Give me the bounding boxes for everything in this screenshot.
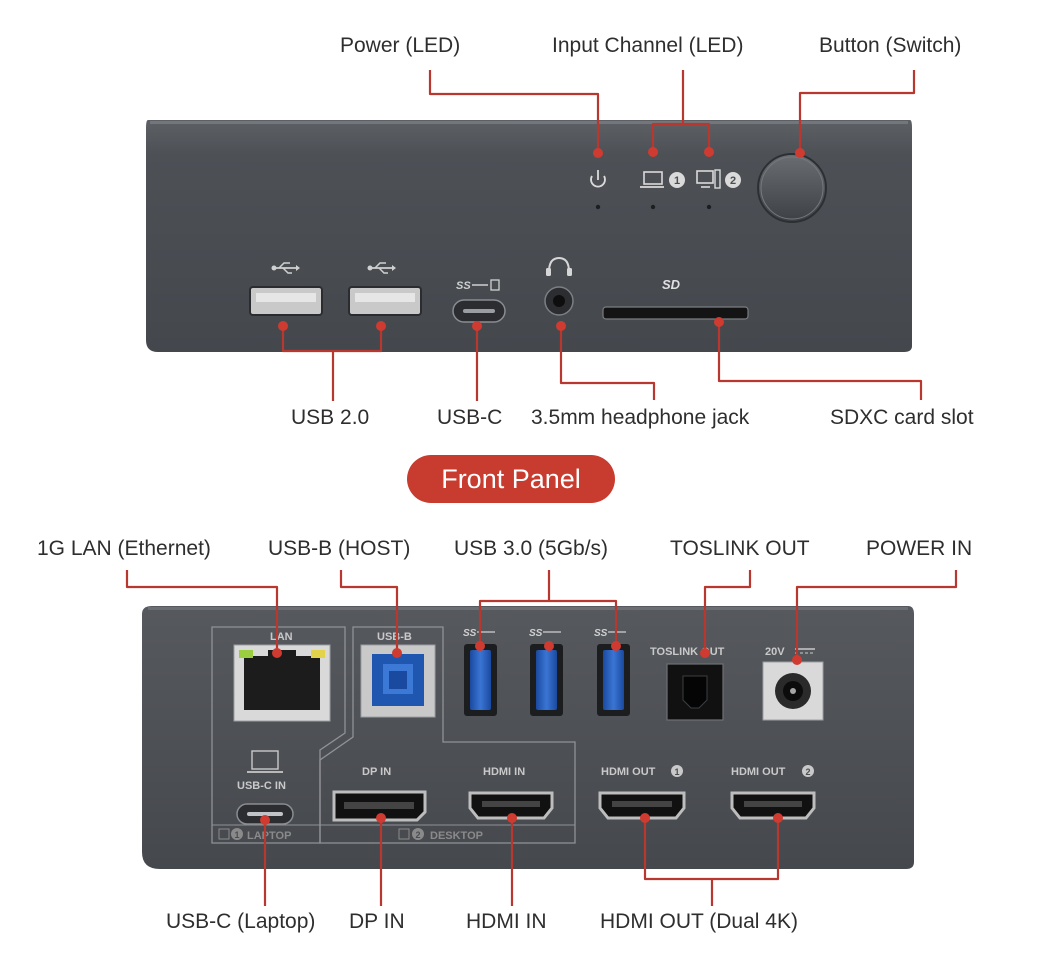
- svg-text:SS: SS: [529, 628, 543, 639]
- svg-text:DESKTOP: DESKTOP: [430, 830, 483, 842]
- label-lan: 1G LAN (Ethernet): [37, 537, 211, 560]
- label-dp-in: DP IN: [349, 910, 405, 933]
- hdmi-out-2-port: [730, 791, 816, 820]
- toslink-port: [666, 663, 724, 721]
- hdmi-out-1-port: [598, 791, 686, 820]
- label-power-in: POWER IN: [866, 537, 973, 560]
- svg-text:1: 1: [234, 830, 239, 840]
- laptop-channel-icon: 1: [640, 171, 685, 188]
- laptop-icon: [247, 750, 283, 773]
- lan-caption: LAN: [270, 631, 293, 643]
- sd-card-slot: [602, 306, 749, 320]
- power-icon: [590, 170, 606, 188]
- label-usb-2: USB 2.0: [291, 406, 370, 429]
- hdmi-in-caption: HDMI IN: [483, 766, 525, 778]
- dp-in-port: [332, 790, 427, 822]
- svg-text:1: 1: [674, 767, 679, 777]
- label-usbc-laptop: USB-C (Laptop): [166, 910, 316, 933]
- usb-2-symbol-2: [367, 262, 396, 274]
- svg-text:2: 2: [805, 767, 810, 777]
- usb-2-port-1: [249, 286, 323, 316]
- svg-text:SS: SS: [456, 280, 471, 292]
- svg-text:LAPTOP: LAPTOP: [247, 830, 291, 842]
- headphone-icon: [546, 256, 572, 276]
- power-in-port: [762, 661, 824, 721]
- label-input-channel-led: Input Channel (LED): [552, 34, 744, 57]
- rear-leader-dots: [260, 641, 802, 825]
- usb-2-port-2: [348, 286, 422, 316]
- svg-text:SS: SS: [594, 628, 608, 639]
- lan-port: [233, 644, 331, 722]
- label-hdmi-out: HDMI OUT (Dual 4K): [600, 910, 798, 933]
- label-headphone-jack: 3.5mm headphone jack: [531, 406, 750, 429]
- hdmi-out-2-caption: HDMI OUT: [731, 766, 786, 778]
- usbc-laptop-port: [236, 803, 294, 825]
- usbc-in-caption: USB-C IN: [237, 780, 286, 792]
- front-device: 1 2: [146, 120, 912, 352]
- desktop-channel-icon: 2: [696, 169, 741, 189]
- channel-1-number: 1: [674, 175, 680, 187]
- ss-usbc-symbol: SS: [456, 279, 500, 292]
- label-usb3: USB 3.0 (5Gb/s): [454, 537, 609, 560]
- switch-button: [757, 153, 827, 223]
- front-leader-dots: [278, 147, 805, 331]
- sd-symbol: SD: [662, 277, 681, 292]
- usb3-port-1: [464, 644, 497, 716]
- front-leader-lines: [281, 70, 923, 401]
- front-panel-title: Front Panel: [407, 455, 615, 503]
- dp-in-caption: DP IN: [362, 766, 391, 778]
- toslink-caption: TOSLINK OUT: [650, 646, 725, 658]
- label-usbb: USB-B (HOST): [268, 537, 411, 560]
- label-sdxc: SDXC card slot: [830, 406, 974, 429]
- usbc-port: [452, 299, 506, 323]
- label-usbc: USB-C: [437, 406, 503, 429]
- svg-text:2: 2: [415, 830, 420, 840]
- headphone-jack: [544, 286, 574, 316]
- usb3-port-2: [530, 644, 563, 716]
- desktop-group-caption: 2 DESKTOP: [398, 828, 483, 842]
- label-toslink: TOSLINK OUT: [670, 537, 810, 560]
- svg-text:SS: SS: [463, 628, 477, 639]
- laptop-group-caption: 1 LAPTOP: [218, 828, 291, 842]
- usbb-caption: USB-B: [377, 631, 412, 643]
- label-button-switch: Button (Switch): [819, 34, 962, 57]
- voltage-caption: 20V: [765, 646, 785, 658]
- label-power-led: Power (LED): [340, 34, 461, 57]
- hdmi-out-1-caption: HDMI OUT: [601, 766, 656, 778]
- usb-2-symbol-1: [271, 262, 300, 274]
- rear-device: LAN USB-B SS SS SS: [142, 606, 914, 869]
- usb3-port-3: [597, 644, 630, 716]
- rear-leader-lines: [125, 570, 958, 906]
- channel-2-number: 2: [730, 175, 736, 187]
- label-hdmi-in: HDMI IN: [466, 910, 547, 933]
- hdmi-in-port: [468, 791, 554, 820]
